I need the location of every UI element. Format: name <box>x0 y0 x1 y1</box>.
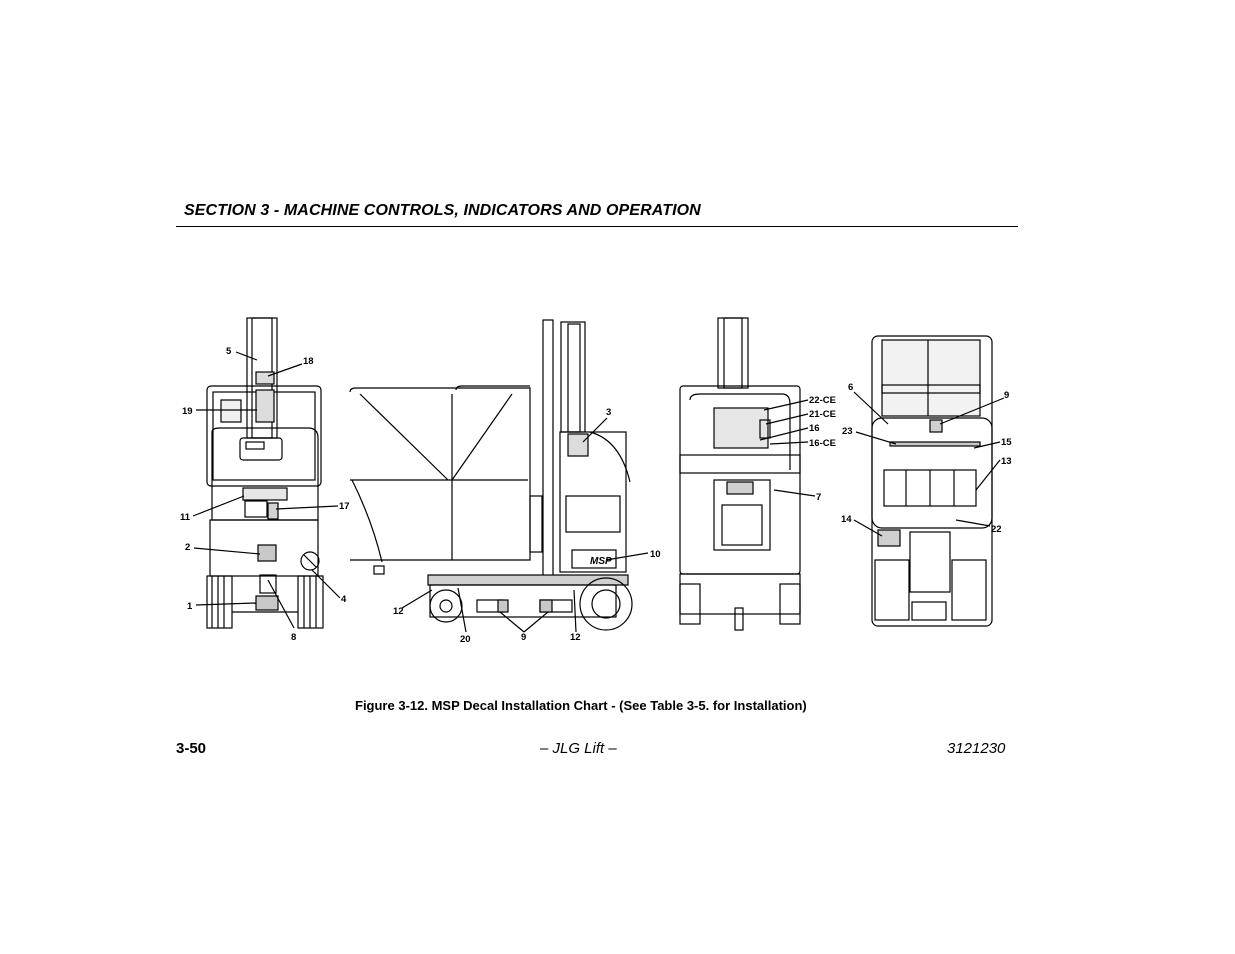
callout-1: 1 <box>187 601 193 612</box>
machine-rear-view <box>192 317 341 629</box>
brand-mark: MSP <box>590 556 612 567</box>
doc-number: 3121230 <box>947 740 1006 757</box>
callout-14: 14 <box>841 514 852 525</box>
callout-9-top: 9 <box>1004 390 1009 401</box>
callout-13: 13 <box>1001 456 1012 467</box>
callout-16-ce: 16-CE <box>809 438 836 449</box>
callout-12-left: 12 <box>393 606 404 617</box>
callout-22-ce: 22-CE <box>809 395 836 406</box>
callout-2: 2 <box>185 542 190 553</box>
callout-12-right: 12 <box>570 632 581 643</box>
callout-17: 17 <box>339 501 350 512</box>
footer-brand: – JLG Lift – <box>540 740 617 757</box>
callout-15: 15 <box>1001 437 1012 448</box>
callout-22: 22 <box>991 524 1002 535</box>
machine-top-view <box>853 335 1005 627</box>
machine-front-view <box>679 317 816 631</box>
callout-7: 7 <box>816 492 821 503</box>
callout-3: 3 <box>606 407 611 418</box>
callout-8: 8 <box>291 632 296 643</box>
figure-caption: Figure 3-12. MSP Decal Installation Char… <box>355 698 807 713</box>
callout-11: 11 <box>180 512 191 523</box>
callout-21-ce: 21-CE <box>809 409 836 420</box>
callout-16: 16 <box>809 423 820 434</box>
callout-9: 9 <box>521 632 526 643</box>
callout-18: 18 <box>303 356 314 367</box>
section-header: SECTION 3 - MACHINE CONTROLS, INDICATORS… <box>184 202 701 219</box>
callout-5: 5 <box>226 346 232 357</box>
machine-side-view: MSP <box>349 319 649 633</box>
header-rule <box>176 226 1018 227</box>
callout-6: 6 <box>848 382 853 393</box>
callout-10: 10 <box>650 549 661 560</box>
callout-4: 4 <box>341 594 347 605</box>
callout-19: 19 <box>182 406 193 417</box>
page-number: 3-50 <box>176 740 207 757</box>
callout-20: 20 <box>460 634 471 645</box>
callout-23: 23 <box>842 426 853 437</box>
